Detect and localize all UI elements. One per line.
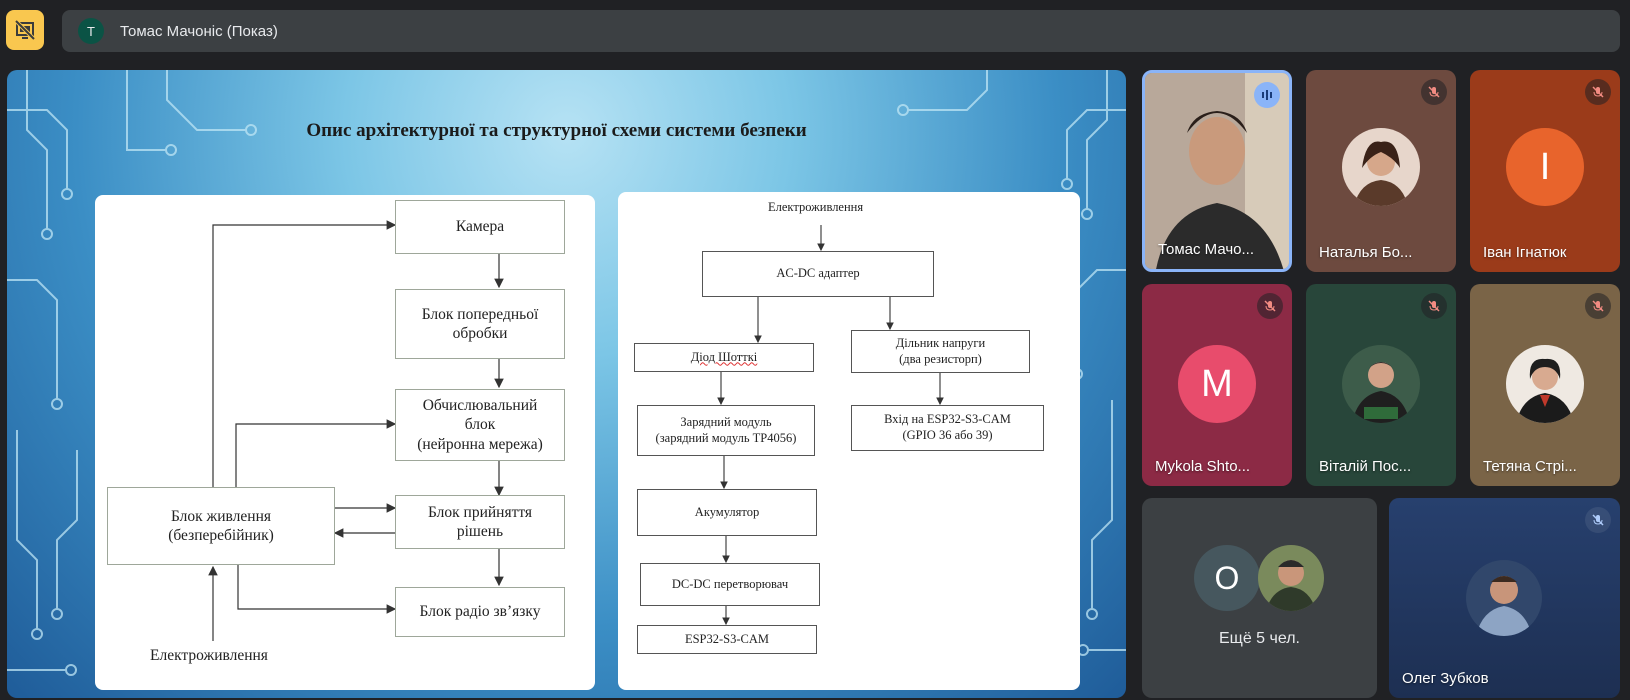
camera-label: Камера [455,218,505,236]
avatar [1342,128,1420,206]
slide-title: Опис архітектурної та структурної схеми … [306,120,807,141]
participant-name: Віталій Пос... [1319,458,1412,475]
esp-input-block: Вхід на ESP32-S3-CAM (GPIO 36 або 39) [851,405,1044,451]
preprocess-label-2: обробки [452,325,508,342]
others-count-label: Ещё 5 чел. [1218,630,1300,647]
compute-label-3: (нейронна мережа) [417,435,543,453]
architecture-connectors [208,220,504,641]
compute-block: Обчислювальний блок (нейронна мережа) [395,389,565,461]
participant-name: Іван Ігнатюк [1483,244,1567,261]
preprocess-block: Блок попередньої обробки [395,289,565,359]
battery-block: Акумулятор [637,489,817,536]
charger-block: Зарядний модуль (зарядний модуль TP4056) [637,405,815,456]
mic-off-icon [1421,79,1447,105]
participant-tile-natalia[interactable]: Наталья Бо... [1306,70,1456,272]
presentation-bar[interactable]: T Томас Мачоніс (Показ) [62,10,1620,52]
esp32-block: ESP32-S3-CAM [637,625,817,654]
power-label-1: Блок живлення [170,507,272,525]
power-supply-label: Електроживлення [150,647,268,664]
presenter-avatar: T [78,18,104,44]
power-block: Блок живлення (безперебійник) [107,487,335,565]
decision-label-2: рішень [456,523,504,540]
structure-diagram: Електроживлення AC-DC адаптер Діод Шоттк… [618,192,1080,690]
preprocess-label-1: Блок попередньої [421,305,539,323]
presentation-slide: Опис архітектурної та структурної схеми … [7,70,1126,698]
presenter-label: Томас Мачоніс (Показ) [120,22,278,40]
participant-tile-mykola[interactable]: M Mykola Shto... [1142,284,1292,486]
supply-label: Електроживлення [768,200,864,214]
decision-block: Блок прийняття рішень [395,495,565,549]
participant-name: Mykola Shto... [1155,458,1251,475]
radio-label: Блок радіо зв’язку [419,603,541,621]
participant-name: Томас Мачо... [1158,241,1254,258]
diode-block: Діод Шотткі [634,343,814,372]
esp32-label: ESP32-S3-CAM [684,631,770,646]
mic-off-icon [1585,293,1611,319]
mic-off-icon [1585,507,1611,533]
others-photo-avatar [1258,545,1324,611]
participant-name: Наталья Бо... [1319,244,1413,261]
participant-tile-oleg[interactable]: Олег Зубков [1389,498,1620,698]
participant-tile-ivan[interactable]: І Іван Ігнатюк [1470,70,1620,272]
adapter-block: AC-DC адаптер [702,251,934,297]
esp-input-label-1: Вхід на ESP32-S3-CAM [884,412,1011,427]
divider-block: Дільник напруги (два резисторп) [851,330,1030,373]
diode-label: Діод Шотткі [690,349,758,364]
avatar [1342,345,1420,423]
radio-block: Блок радіо зв’язку [395,587,565,637]
compute-label-2: блок [464,416,496,434]
dcdc-label: DC-DC перетворювач [671,576,789,591]
decision-label-1: Блок прийняття [427,503,533,521]
charger-label-1: Зарядний модуль [680,414,772,429]
mic-off-icon [1585,79,1611,105]
other-participants-tile[interactable]: О Ещё 5 чел. [1142,498,1377,698]
mic-off-icon [1421,293,1447,319]
participant-name: Тетяна Стрі... [1483,458,1577,475]
power-label-2: (безперебійник) [168,527,274,544]
stop-presenting-icon [14,19,36,41]
dcdc-block: DC-DC перетворювач [640,563,820,606]
divider-label-2: (два резисторп) [899,351,982,366]
structure-connectors [717,225,944,626]
battery-label: Акумулятор [694,504,760,519]
architecture-diagram: Камера Блок попередньої обробки Обчислюв… [95,195,595,690]
others-avatar: О [1194,545,1260,611]
participant-tile-vitalii[interactable]: Віталій Пос... [1306,284,1456,486]
avatar: M [1178,345,1256,423]
camera-block: Камера [395,200,565,254]
compute-label-1: Обчислювальний [422,396,538,414]
mic-off-icon [1257,293,1283,319]
adapter-label: AC-DC адаптер [776,266,860,281]
stop-presenting-button[interactable] [6,10,44,50]
esp-input-label-2: (GPIO 36 або 39) [902,428,993,442]
avatar: І [1506,128,1584,206]
avatar [1506,345,1584,423]
speaking-indicator-icon [1254,82,1280,108]
charger-label-2: (зарядний модуль TP4056) [655,430,797,445]
avatar [1466,560,1542,636]
divider-label-1: Дільник напруги [895,335,986,350]
participant-name: Олег Зубков [1402,670,1489,687]
participant-tile-tomas[interactable]: Томас Мачо... [1142,70,1292,272]
participant-tile-tetiana[interactable]: Тетяна Стрі... [1470,284,1620,486]
